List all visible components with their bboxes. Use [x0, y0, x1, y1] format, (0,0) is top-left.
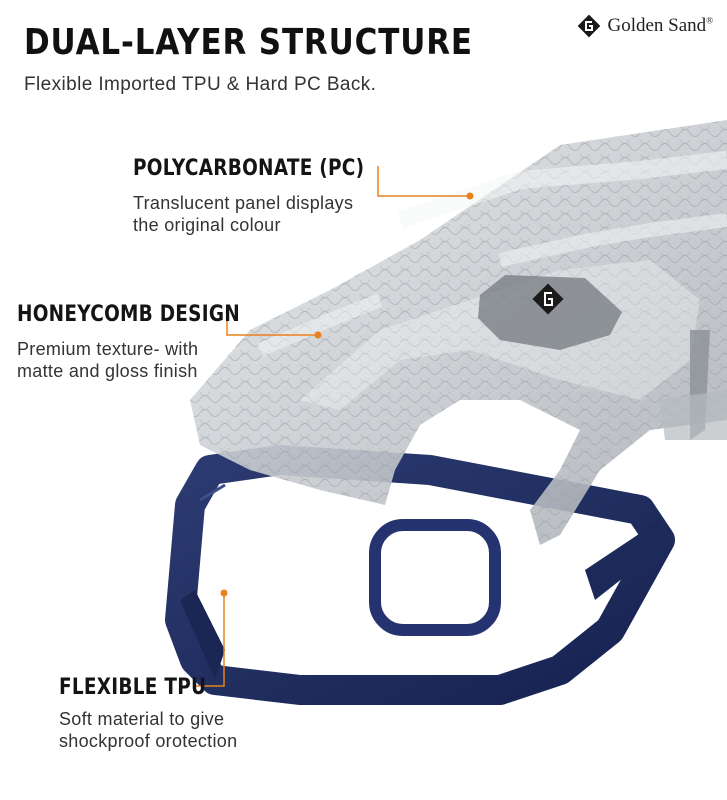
feature-title-honeycomb: HONEYCOMB DESIGN: [17, 302, 240, 327]
tpu-bumper: [165, 445, 675, 705]
pc-back-panel: [190, 120, 727, 545]
brand-name: Golden Sand®: [607, 15, 713, 36]
page-headline: DUAL-LAYER STRUCTURE: [24, 22, 473, 63]
feature-title-flexible-tpu: FLEXIBLE TPU: [59, 675, 207, 700]
camera-cutout-ring: [369, 519, 501, 636]
feature-title-polycarbonate: POLYCARBONATE (PC): [133, 156, 365, 181]
center-emblem: [478, 275, 622, 350]
feature-desc-polycarbonate: Translucent panel displays the original …: [133, 193, 354, 235]
feature-desc-flexible-tpu: Soft material to give shockproof orotect…: [59, 709, 238, 751]
callout-lines: [195, 166, 474, 687]
page-subheadline: Flexible Imported TPU & Hard PC Back.: [24, 74, 377, 95]
side-button-guard: [585, 520, 665, 600]
brand-logo: Golden Sand®: [577, 14, 713, 38]
feature-desc-honeycomb: Premium texture- with matte and gloss fi…: [17, 339, 199, 381]
golden-sand-g-logo-icon: [578, 14, 601, 38]
